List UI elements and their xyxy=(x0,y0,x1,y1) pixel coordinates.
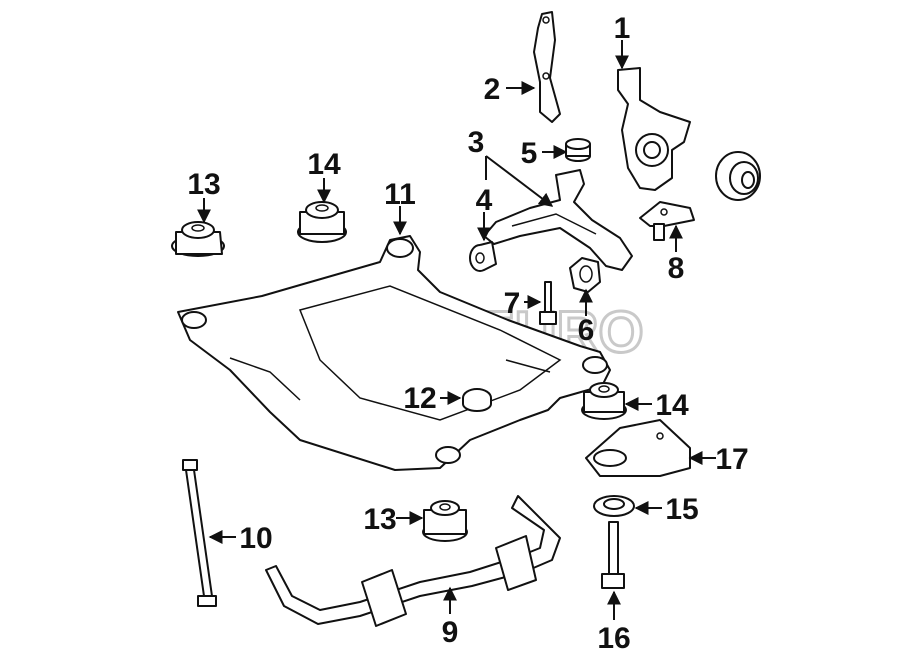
part-mount-14b[interactable] xyxy=(581,382,627,420)
callout-4: 4 xyxy=(476,184,493,217)
leader-lines xyxy=(197,40,716,620)
callout-5: 5 xyxy=(521,137,538,170)
part-bolt-long[interactable] xyxy=(601,521,625,589)
callout-14b: 14 xyxy=(655,389,689,422)
part-mount-14a[interactable] xyxy=(297,201,347,243)
part-steering-knuckle[interactable] xyxy=(617,67,691,191)
part-plug[interactable] xyxy=(462,388,492,412)
callout-16: 16 xyxy=(597,622,630,655)
callout-8: 8 xyxy=(668,252,685,285)
callout-13b: 13 xyxy=(363,503,396,536)
part-plate[interactable] xyxy=(585,419,691,477)
callout-17: 17 xyxy=(715,443,748,476)
part-bolt-short[interactable] xyxy=(539,281,557,325)
callout-3: 3 xyxy=(468,126,485,159)
part-stabilizer-link[interactable] xyxy=(182,459,217,607)
part-ball-joint[interactable] xyxy=(639,201,695,241)
callout-11: 11 xyxy=(384,178,416,211)
part-control-arm[interactable] xyxy=(483,169,633,271)
part-washer[interactable] xyxy=(593,495,635,517)
part-wheel-hub xyxy=(715,151,761,201)
callout-10: 10 xyxy=(239,522,272,555)
callout-15: 15 xyxy=(665,493,698,526)
part-subframe[interactable] xyxy=(177,235,611,471)
part-bracket[interactable] xyxy=(533,11,561,123)
callout-14a: 14 xyxy=(307,148,341,181)
callout-7: 7 xyxy=(504,287,521,320)
part-mount-13a[interactable] xyxy=(171,221,225,257)
callout-2: 2 xyxy=(484,73,501,106)
callout-13a: 13 xyxy=(187,168,220,201)
part-mount-13b[interactable] xyxy=(422,500,468,542)
part-stabilizer-bar[interactable] xyxy=(265,495,561,627)
callout-labels: 1 2 3 4 5 6 7 8 9 10 11 12 13 13 14 14 1… xyxy=(187,12,748,655)
part-bushing-front[interactable] xyxy=(469,241,497,272)
part-bushing-top[interactable] xyxy=(565,138,591,162)
callout-12: 12 xyxy=(403,382,436,415)
part-bushing-rear[interactable] xyxy=(569,257,601,293)
callout-1: 1 xyxy=(614,12,631,45)
callout-6: 6 xyxy=(578,314,595,347)
callout-9: 9 xyxy=(442,616,459,649)
